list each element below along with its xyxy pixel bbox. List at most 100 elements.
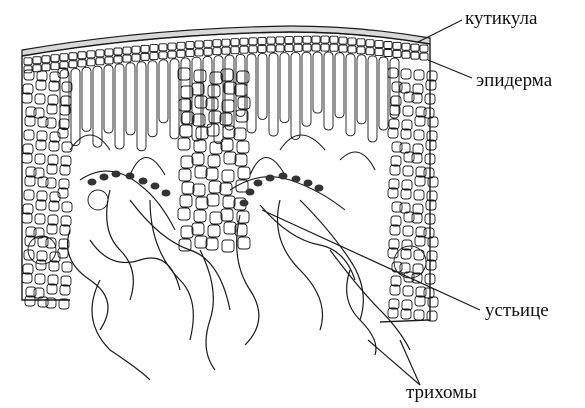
- epidermis-cell: [420, 53, 428, 60]
- cuticle-leader-line: [418, 20, 462, 42]
- parenchyma-cell: [206, 238, 218, 250]
- palisade-cell: [280, 53, 289, 123]
- parenchyma-cell: [61, 96, 71, 106]
- palisade-cell: [115, 64, 124, 149]
- epidermis-cell: [258, 37, 266, 44]
- palisade-cells: [60, 52, 399, 151]
- parenchyma-cell: [179, 169, 191, 181]
- epidermis-cell: [186, 42, 194, 49]
- epidermis-cell: [168, 51, 176, 58]
- epidermis-cell: [375, 41, 383, 48]
- epidermis-cell: [276, 45, 284, 52]
- parenchyma-cell: [222, 240, 234, 252]
- stomata-dot: [162, 190, 171, 197]
- parenchyma-cell: [401, 129, 411, 139]
- epidermis-cell: [177, 42, 185, 49]
- parenchyma-cell: [223, 196, 235, 208]
- parenchyma-cell: [224, 222, 236, 234]
- parenchyma-cell: [238, 237, 250, 249]
- parenchyma-cell: [195, 236, 207, 248]
- parenchyma-cell: [415, 116, 425, 126]
- parenchyma-cell: [25, 236, 35, 246]
- parenchyma-cell: [196, 127, 208, 139]
- stomata-dot: [292, 176, 301, 183]
- epidermis-cell: [150, 53, 158, 60]
- epidermis-cell: [159, 44, 167, 51]
- parenchyma-cell: [234, 128, 246, 140]
- spongy-mesophyll: [70, 135, 375, 230]
- trichome-hairs: [68, 190, 411, 380]
- palisade-cell: [225, 55, 234, 130]
- epidermis-cell: [366, 48, 374, 55]
- leaf-outline: [22, 32, 430, 322]
- label-trichomes: трихомы: [406, 382, 477, 403]
- parenchyma-cell: [414, 70, 424, 80]
- epidermis-cell: [132, 46, 140, 53]
- palisade-cell: [390, 58, 399, 118]
- parenchyma-cell: [178, 138, 190, 150]
- parenchyma-cell: [391, 156, 401, 166]
- parenchyma-cell: [415, 296, 425, 306]
- epidermis-cell: [24, 66, 32, 73]
- parenchyma-cell: [192, 223, 204, 235]
- parenchyma-cell: [210, 212, 222, 224]
- epidermis-cell: [78, 52, 86, 59]
- epidermis-cell: [123, 55, 131, 62]
- epidermis-cell: [267, 45, 275, 52]
- epidermis-cell: [249, 38, 257, 45]
- palisade-cell: [302, 52, 311, 126]
- epidermis-cell: [105, 57, 113, 64]
- parenchyma-cell: [35, 214, 45, 224]
- epidermis-cell: [141, 53, 149, 60]
- parenchyma-cell: [60, 105, 70, 115]
- trichome-leader-line-2: [400, 340, 420, 385]
- epidermis-cell: [51, 55, 59, 62]
- parenchyma-cell: [426, 260, 436, 270]
- parenchyma-cell: [415, 176, 425, 186]
- parenchyma-cell: [221, 209, 233, 221]
- parenchyma-cell: [22, 273, 32, 283]
- large-cell: [88, 190, 108, 210]
- parenchyma-cell: [390, 165, 400, 175]
- parenchyma-cell: [48, 155, 58, 165]
- trichome-hair: [130, 200, 230, 310]
- parenchyma-cell: [207, 124, 219, 136]
- epidermis-cell: [312, 44, 320, 51]
- parenchyma-cell: [192, 153, 204, 165]
- parenchyma-cell: [22, 213, 32, 223]
- palisade-cell: [346, 54, 355, 136]
- parenchyma-cell: [238, 97, 250, 109]
- trichome-hair: [68, 230, 109, 330]
- parenchyma-cell: [61, 156, 71, 166]
- parenchyma-cell: [48, 95, 58, 105]
- epidermis-cell: [330, 36, 338, 43]
- parenchyma-cell: [36, 80, 46, 90]
- parenchyma-cell: [194, 70, 206, 82]
- parenchyma-cell: [194, 140, 206, 152]
- parenchyma-cell: [390, 105, 400, 115]
- trichome-hair: [237, 215, 259, 345]
- parenchyma-cell: [59, 179, 69, 189]
- parenchyma-cell: [391, 276, 401, 286]
- epidermis-cell: [249, 46, 257, 53]
- parenchyma-cell: [209, 181, 221, 193]
- parenchyma-cell: [427, 251, 437, 261]
- parenchyma-cell: [182, 182, 194, 194]
- epidermis-cell: [294, 44, 302, 51]
- stomata-dots: [88, 171, 324, 207]
- parenchyma-cell: [23, 144, 33, 154]
- epidermis-cell: [105, 49, 113, 56]
- parenchyma-cell: [61, 216, 71, 226]
- parenchyma-cell: [220, 113, 232, 125]
- parenchyma-cell: [389, 239, 399, 249]
- parenchyma-cell: [178, 68, 190, 80]
- epidermis-cell: [51, 63, 59, 70]
- palisade-cell: [159, 60, 168, 123]
- mesophyll-wall: [340, 152, 375, 170]
- parenchyma-cell: [22, 153, 32, 163]
- parenchyma-cell: [49, 141, 59, 151]
- stomata-leader-line: [262, 210, 480, 310]
- epidermis-cell: [60, 54, 68, 61]
